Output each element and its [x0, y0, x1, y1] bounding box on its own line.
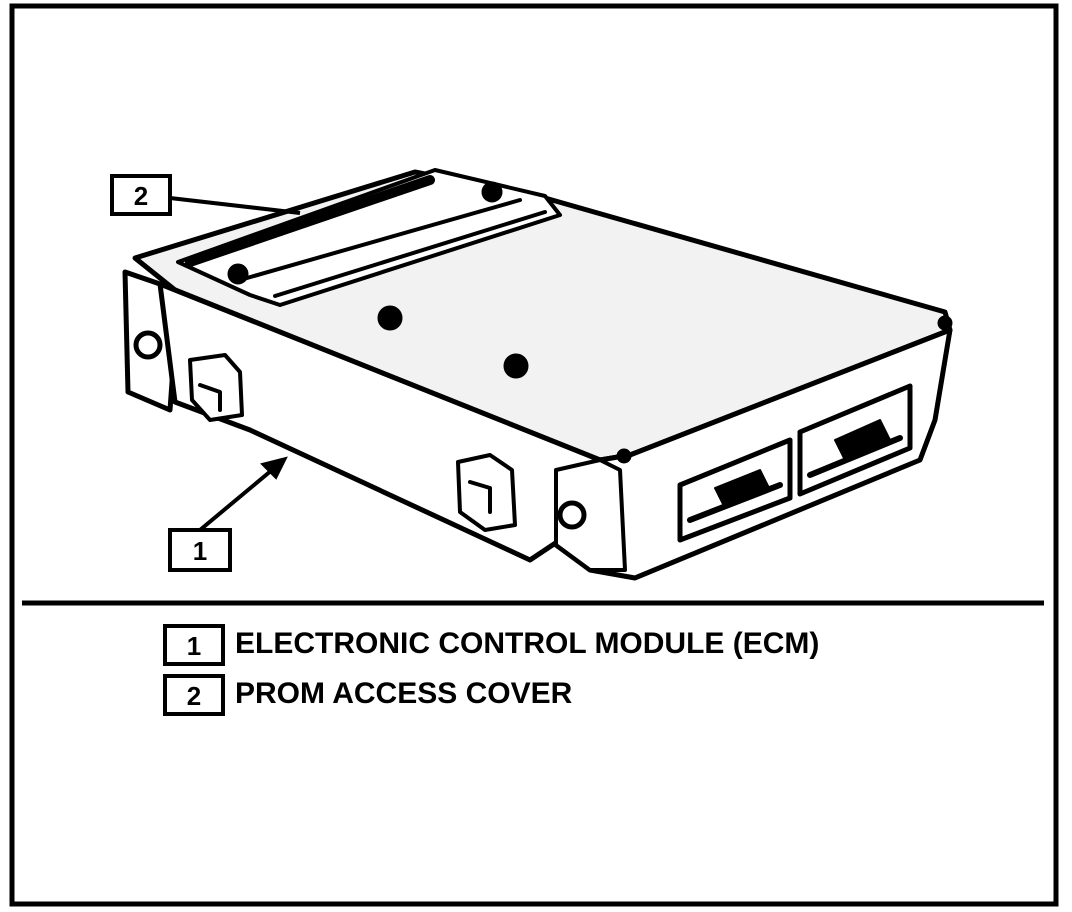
callout-2-number: 2 [134, 181, 148, 211]
mounting-bracket [456, 453, 517, 532]
nut [616, 448, 632, 464]
legend-item-2: 2 PROM ACCESS COVER [163, 674, 573, 716]
nut [377, 305, 403, 331]
nut [481, 181, 503, 203]
screw [557, 500, 587, 530]
callout-1: 1 [168, 456, 288, 572]
nut [937, 315, 953, 331]
bottom-edge [248, 428, 532, 562]
callout-1-number: 1 [193, 536, 207, 566]
arrowhead-icon [260, 456, 288, 480]
bracket-tab [468, 480, 492, 514]
callout-2-leader [169, 196, 301, 215]
module-corner-block [554, 458, 627, 572]
ecm-module-illustration [122, 168, 953, 581]
mounting-bracket [188, 353, 244, 422]
callout-2: 2 [110, 174, 301, 216]
connector-pins [687, 482, 783, 523]
connector-pins [807, 435, 903, 478]
legend-item-2-number: 2 [187, 681, 201, 711]
callout-2-box [110, 174, 172, 216]
legend-item-2-box [163, 674, 225, 716]
prom-cover-ridge [238, 198, 522, 282]
bracket-tab [198, 383, 222, 412]
legend-item-1-box [163, 624, 225, 666]
nut [227, 263, 249, 285]
nut [503, 353, 529, 379]
callout-1-leader [198, 468, 274, 532]
legend-item-1-label: ELECTRONIC CONTROL MODULE (ECM) [235, 627, 819, 660]
legend-item-2-label: PROM ACCESS COVER [235, 677, 573, 710]
legend-item-1-number: 1 [187, 631, 201, 661]
legend-item-1: 1 ELECTRONIC CONTROL MODULE (ECM) [163, 624, 819, 666]
prom-cover-ridge-2 [273, 210, 547, 298]
screw [133, 330, 163, 360]
legend: 1 ELECTRONIC CONTROL MODULE (ECM) 2 PROM… [163, 624, 819, 716]
prom-cover-slot [185, 175, 435, 267]
